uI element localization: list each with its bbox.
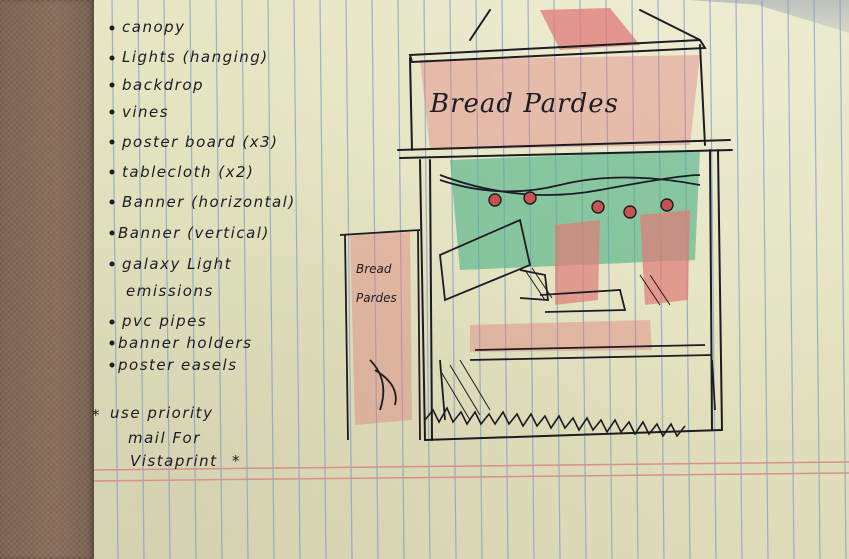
checklist-item: tablecloth (x2) [122,163,254,181]
side-banner-line-1: Bread [356,262,392,276]
checklist-item: pvc pipes [121,312,207,330]
rule-line [761,0,769,559]
rule-line [631,0,639,559]
rule-line [839,0,847,559]
checklist-item: galaxy Light [122,255,232,273]
hatching [439,267,671,421]
banner-marker [350,210,690,425]
note-line: use priority [110,404,213,422]
rule-line [787,0,795,559]
checklist-item: banner holders [118,334,252,352]
notebook-binding [0,0,94,559]
rule-line [293,0,301,559]
checklist-item: Banner (vertical) [118,224,270,242]
note-line: mail For [128,429,201,447]
checklist-item: Banner (horizontal) [122,193,296,211]
checklist-bullets [109,25,115,368]
note-line: Vistaprint [130,452,218,470]
vertical-banner [339,229,421,441]
star-mark: * [92,406,101,424]
rule-line [371,0,379,559]
rule-line [137,0,145,559]
margin-line-1 [93,461,849,471]
checklist-item: canopy [122,18,186,36]
rule-line [215,0,223,559]
rule-line [111,0,119,559]
rule-line [319,0,327,559]
hanging-lights [439,174,701,196]
rule-line [189,0,197,559]
backdrop-marker [450,150,700,270]
rule-line [241,0,249,559]
canopy-frame [397,9,733,441]
rule-line [267,0,275,559]
rule-line [345,0,353,559]
side-banner-line-2: Pardes [356,291,397,305]
rule-line [163,0,171,559]
checklist-item: Lights (hanging) [122,48,269,66]
star-mark: * [232,452,241,470]
checklist-item: vines [122,103,169,121]
margin-line-2 [93,472,849,482]
rule-line [605,0,613,559]
checklist-item: poster board (x3) [121,133,279,151]
light-bulbs [488,191,674,219]
checklist-item: backdrop [122,76,204,94]
rule-line [735,0,743,559]
rule-line [709,0,717,559]
ground-line [424,406,686,438]
table [439,218,716,421]
checklist-item: poster easels [117,356,238,374]
canopy-marker [420,8,700,150]
booth-banner-text: Bread Pardes [429,89,619,119]
rule-line [397,0,405,559]
rule-line [813,0,821,559]
checklist-item: emissions [126,282,214,300]
